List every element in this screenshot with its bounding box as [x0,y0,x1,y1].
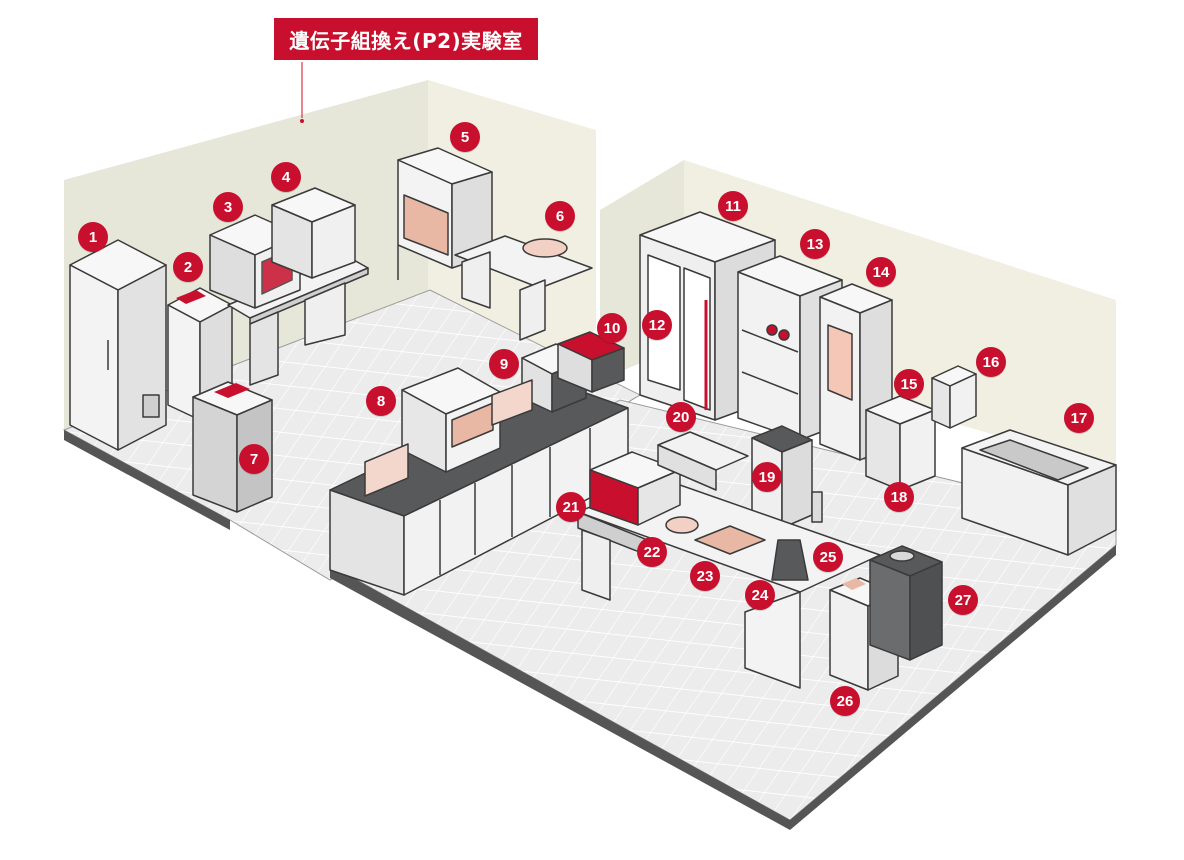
marker-15[interactable]: 15 [894,369,924,399]
marker-10[interactable]: 10 [597,313,627,343]
equipment-autoclave [192,381,273,513]
equipment-sequencer [401,367,501,473]
equipment-incubator-2 [271,187,356,279]
marker-26[interactable]: 26 [830,686,860,716]
room-title-label: 遺伝子組換え(P2)実験室 [274,18,538,60]
right-room-back-wall [684,160,1116,470]
marker-2[interactable]: 2 [173,252,203,282]
equipment-printer [657,431,749,491]
marker-13[interactable]: 13 [800,229,830,259]
marker-14[interactable]: 14 [866,257,896,287]
bench-items [665,491,823,581]
marker-23[interactable]: 23 [690,561,720,591]
equipment-analyzer [589,451,681,526]
marker-18[interactable]: 18 [884,482,914,512]
marker-5[interactable]: 5 [450,122,480,152]
marker-21[interactable]: 21 [556,492,586,522]
marker-11[interactable]: 11 [718,191,748,221]
marker-20[interactable]: 20 [666,402,696,432]
equipment-real-time-pcr [557,331,625,393]
marker-4[interactable]: 4 [271,162,301,192]
marker-24[interactable]: 24 [745,580,775,610]
marker-8[interactable]: 8 [366,386,396,416]
marker-22[interactable]: 22 [637,537,667,567]
marker-16[interactable]: 16 [976,347,1006,377]
equipment-floor-centrifuge [869,545,943,661]
equipment-sink-bench [961,429,1117,556]
marker-9[interactable]: 9 [489,349,519,379]
marker-12[interactable]: 12 [642,310,672,340]
marker-19[interactable]: 19 [752,462,782,492]
marker-6[interactable]: 6 [545,201,575,231]
computer-monitors [364,379,533,497]
marker-17[interactable]: 17 [1064,403,1094,433]
equipment-refrigerator [69,239,167,451]
marker-27[interactable]: 27 [948,585,978,615]
marker-1[interactable]: 1 [78,222,108,252]
marker-7[interactable]: 7 [239,444,269,474]
marker-25[interactable]: 25 [813,542,843,572]
marker-3[interactable]: 3 [213,192,243,222]
equipment-lockers [865,365,977,491]
back-bench [454,235,593,341]
